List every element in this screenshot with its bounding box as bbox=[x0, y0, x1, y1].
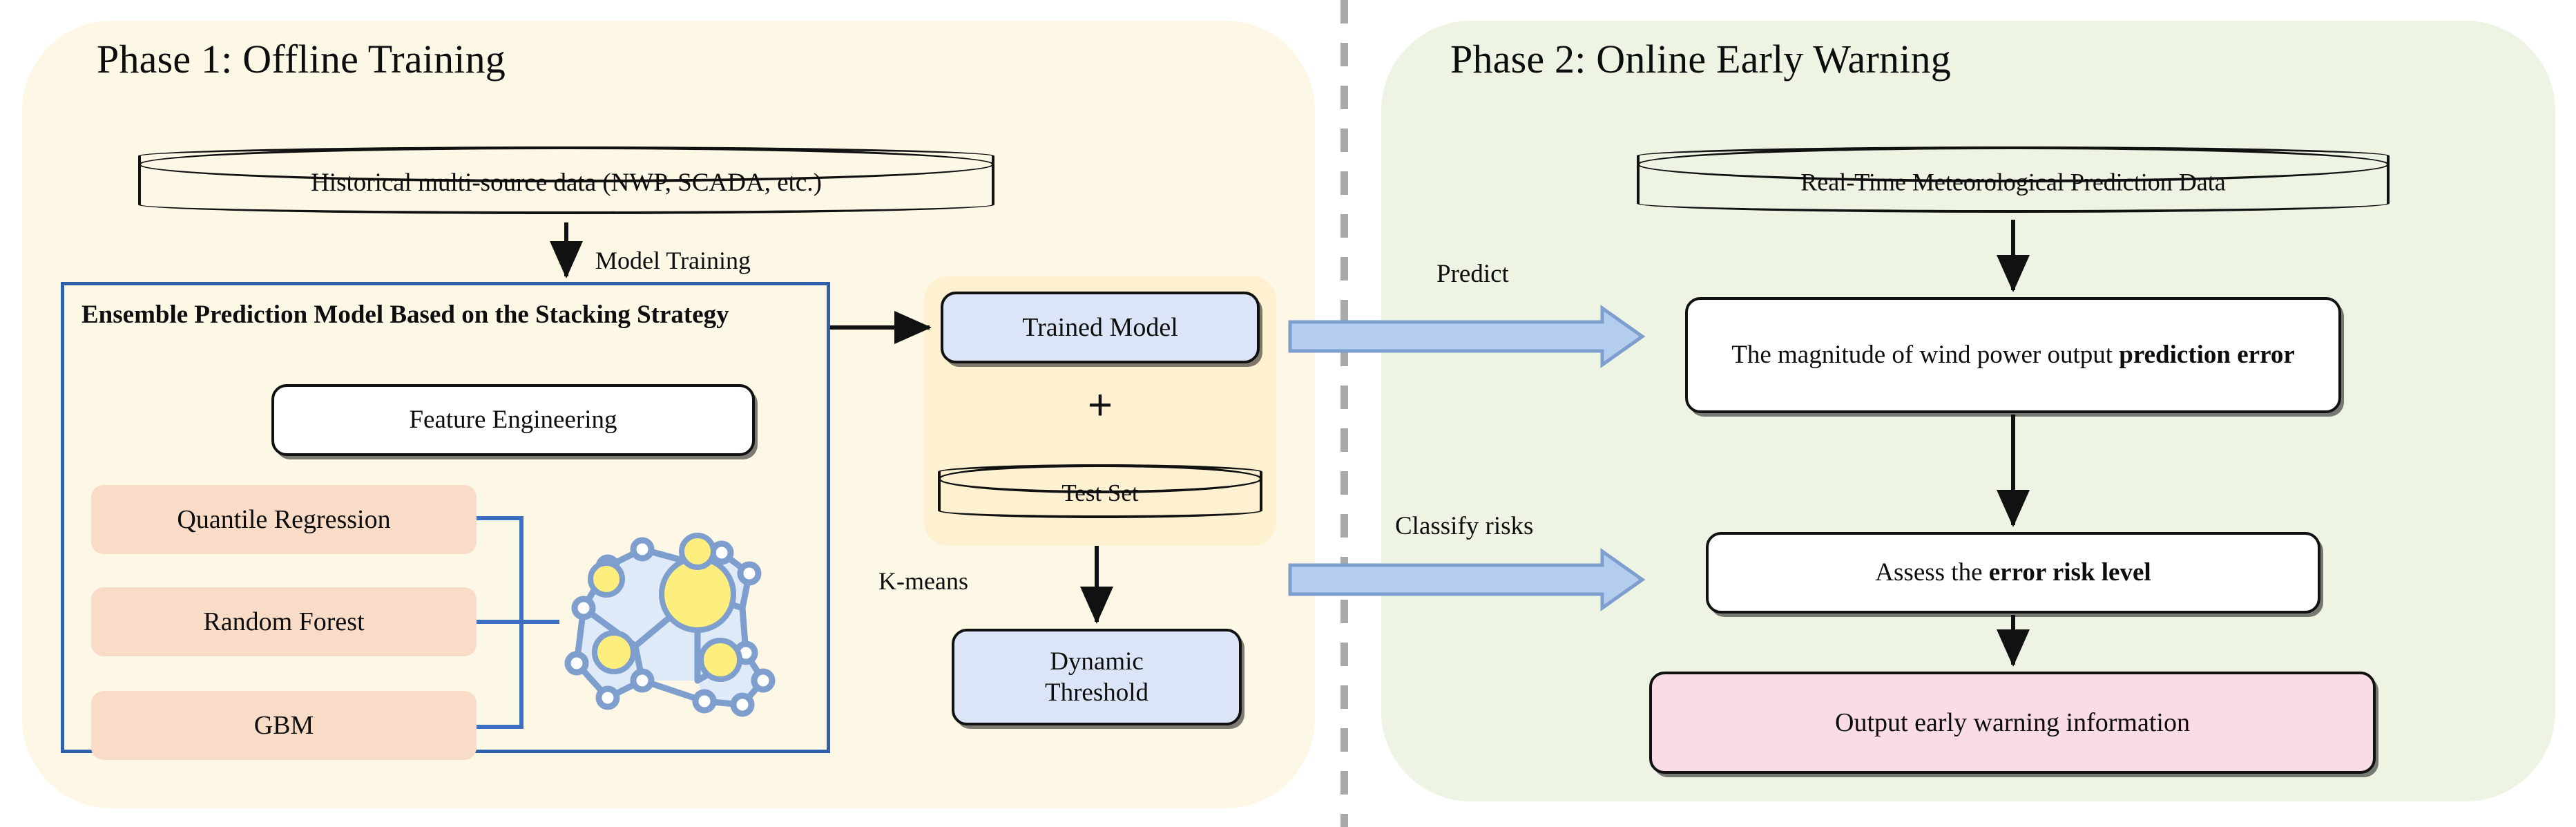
historical-data-cylinder: Historical multi-source data (NWP, SCADA… bbox=[138, 146, 994, 214]
assess-risk-normal: Assess the bbox=[1875, 558, 1989, 587]
prediction-error-label: The magnitude of wind power output predi… bbox=[1731, 339, 2295, 370]
base-model-chip-random-forest: Random Forest bbox=[91, 587, 477, 656]
chip-label: GBM bbox=[253, 711, 314, 740]
cylinder-lid bbox=[938, 464, 1262, 493]
ensemble-title: Ensemble Prediction Model Based on the S… bbox=[81, 301, 729, 329]
chip-label: Quantile Regression bbox=[177, 505, 391, 534]
predict-label: Predict bbox=[1436, 260, 1509, 288]
assess-risk-label: Assess the error risk level bbox=[1875, 557, 2151, 588]
phase1-title: Phase 1: Offline Training bbox=[97, 37, 506, 82]
test-set-cylinder: Test Set bbox=[938, 464, 1262, 518]
assess-risk-box: Assess the error risk level bbox=[1706, 532, 2320, 614]
trained-model-box: Trained Model bbox=[941, 292, 1260, 363]
historical-data-label: Historical multi-source data (NWP, SCADA… bbox=[311, 168, 822, 197]
dynamic-threshold-label: Dynamic Threshold bbox=[1045, 646, 1148, 708]
prediction-error-bold: prediction error bbox=[2119, 341, 2295, 370]
plus-icon: + bbox=[1087, 381, 1113, 429]
feature-engineering-box: Feature Engineering bbox=[271, 384, 755, 456]
test-set-label: Test Set bbox=[1061, 479, 1139, 507]
prediction-error-box: The magnitude of wind power output predi… bbox=[1685, 297, 2341, 413]
feature-engineering-label: Feature Engineering bbox=[409, 406, 617, 435]
trained-model-label: Trained Model bbox=[1022, 312, 1178, 342]
prediction-error-normal: The magnitude of wind power output bbox=[1731, 341, 2120, 370]
output-warning-label: Output early warning information bbox=[1835, 707, 2190, 737]
realtime-data-cylinder: Real-Time Meteorological Prediction Data bbox=[1637, 146, 2390, 213]
cylinder-lid bbox=[138, 146, 994, 182]
output-warning-box: Output early warning information bbox=[1649, 672, 2376, 774]
cylinder-lid bbox=[1637, 146, 2390, 182]
assess-risk-bold: error risk level bbox=[1988, 558, 2151, 587]
dynamic-threshold-box: Dynamic Threshold bbox=[952, 629, 1242, 725]
phase-divider bbox=[1340, 0, 1348, 827]
base-model-chip-quantile-regression: Quantile Regression bbox=[91, 485, 477, 554]
dynamic-threshold-line1: Dynamic bbox=[1050, 647, 1144, 676]
base-model-chip-gbm: GBM bbox=[91, 691, 477, 760]
realtime-data-label: Real-Time Meteorological Prediction Data bbox=[1800, 168, 2226, 196]
dynamic-threshold-line2: Threshold bbox=[1044, 678, 1149, 707]
classify-risks-label: Classify risks bbox=[1395, 512, 1534, 540]
chip-label: Random Forest bbox=[203, 607, 365, 636]
model-training-label: Model Training bbox=[595, 247, 751, 274]
phase2-title: Phase 2: Online Early Warning bbox=[1450, 37, 1951, 82]
kmeans-label: K-means bbox=[878, 567, 968, 595]
